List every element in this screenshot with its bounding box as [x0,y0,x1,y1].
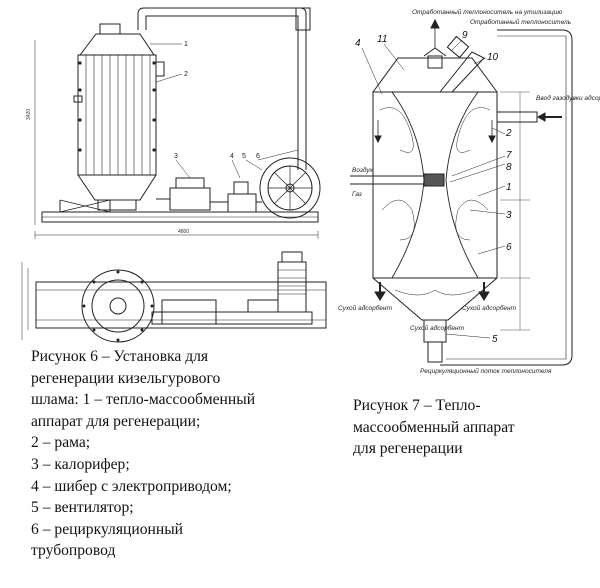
figure6-plan-view [21,251,327,343]
label-recirc-flow: Рециркуляционный поток теплоносителя [420,367,552,375]
caption-line: 6 – рециркуляционный [31,520,184,538]
label-spent-coolant-right: Отработанный теплоноситель [470,18,572,26]
callout-3: 3 [174,153,178,160]
caption-line: массообменный аппарат [353,418,515,436]
marker-3: 3 [506,210,512,221]
marker-8: 8 [506,162,512,173]
figure7-caption: Рисунок 7 – Тепло- массообменный аппарат… [353,395,593,460]
svg-text:4800: 4800 [178,229,189,235]
marker-7: 7 [506,150,512,161]
marker-2: 2 [505,128,512,139]
label-dry-adsorbent-left: Сухой адсорбент [338,304,393,312]
caption-line: аппарат для регенерации; [31,412,201,430]
figure7-apparatus [350,18,573,366]
caption-line: 3 – калорифер; [31,455,130,473]
caption-line: регенерации кизельгурового [31,369,221,387]
figure7-numbers: 4 11 9 10 2 7 8 1 3 6 5 [355,30,512,345]
caption-line: 4 – шибер с электроприводом; [31,477,232,495]
callout-6: 6 [256,153,260,160]
callout-5: 5 [242,153,246,160]
caption-line: для регенерации [353,440,463,458]
callout-4: 4 [230,153,234,160]
svg-text:3420: 3420 [26,109,32,120]
caption-line: 2 – рама; [31,434,91,452]
figure6-side-view: 4800 3420 [26,7,321,239]
label-dry-adsorbent-right: Сухой адсорбент [462,304,517,312]
label-spent-coolant-top: Отработанный теплоноситель на утилизацию [412,8,562,16]
figure6-caption: Рисунок 6 – Установка для регенерации ки… [31,346,321,562]
label-adsorbent-input: Ввод газодувки адсорбента [536,94,600,102]
caption-line: Рисунок 6 – Установка для [31,348,209,365]
figure6-callout-numbers: 1 2 3 4 5 6 [174,41,260,160]
marker-11: 11 [377,34,387,45]
figure7-labels: Отработанный теплоноситель на утилизацию… [338,8,600,375]
caption-line: шлама: 1 – тепло-массообменный [31,391,256,409]
marker-4: 4 [355,38,361,49]
label-air: Воздух [352,166,374,174]
caption-line: 5 – вентилятор; [31,499,134,517]
marker-9: 9 [462,30,468,41]
marker-5: 5 [492,334,498,345]
marker-1: 1 [506,182,512,193]
label-gas: Газ [352,191,362,198]
label-dry-adsorbent-bottom: Сухой адсорбент [410,324,465,332]
marker-10: 10 [487,52,499,63]
marker-6: 6 [506,242,512,253]
caption-line: трубопровод [31,542,116,560]
callout-2: 2 [184,71,188,78]
caption-line: Рисунок 7 – Тепло- [353,397,481,414]
callout-1: 1 [184,41,188,48]
